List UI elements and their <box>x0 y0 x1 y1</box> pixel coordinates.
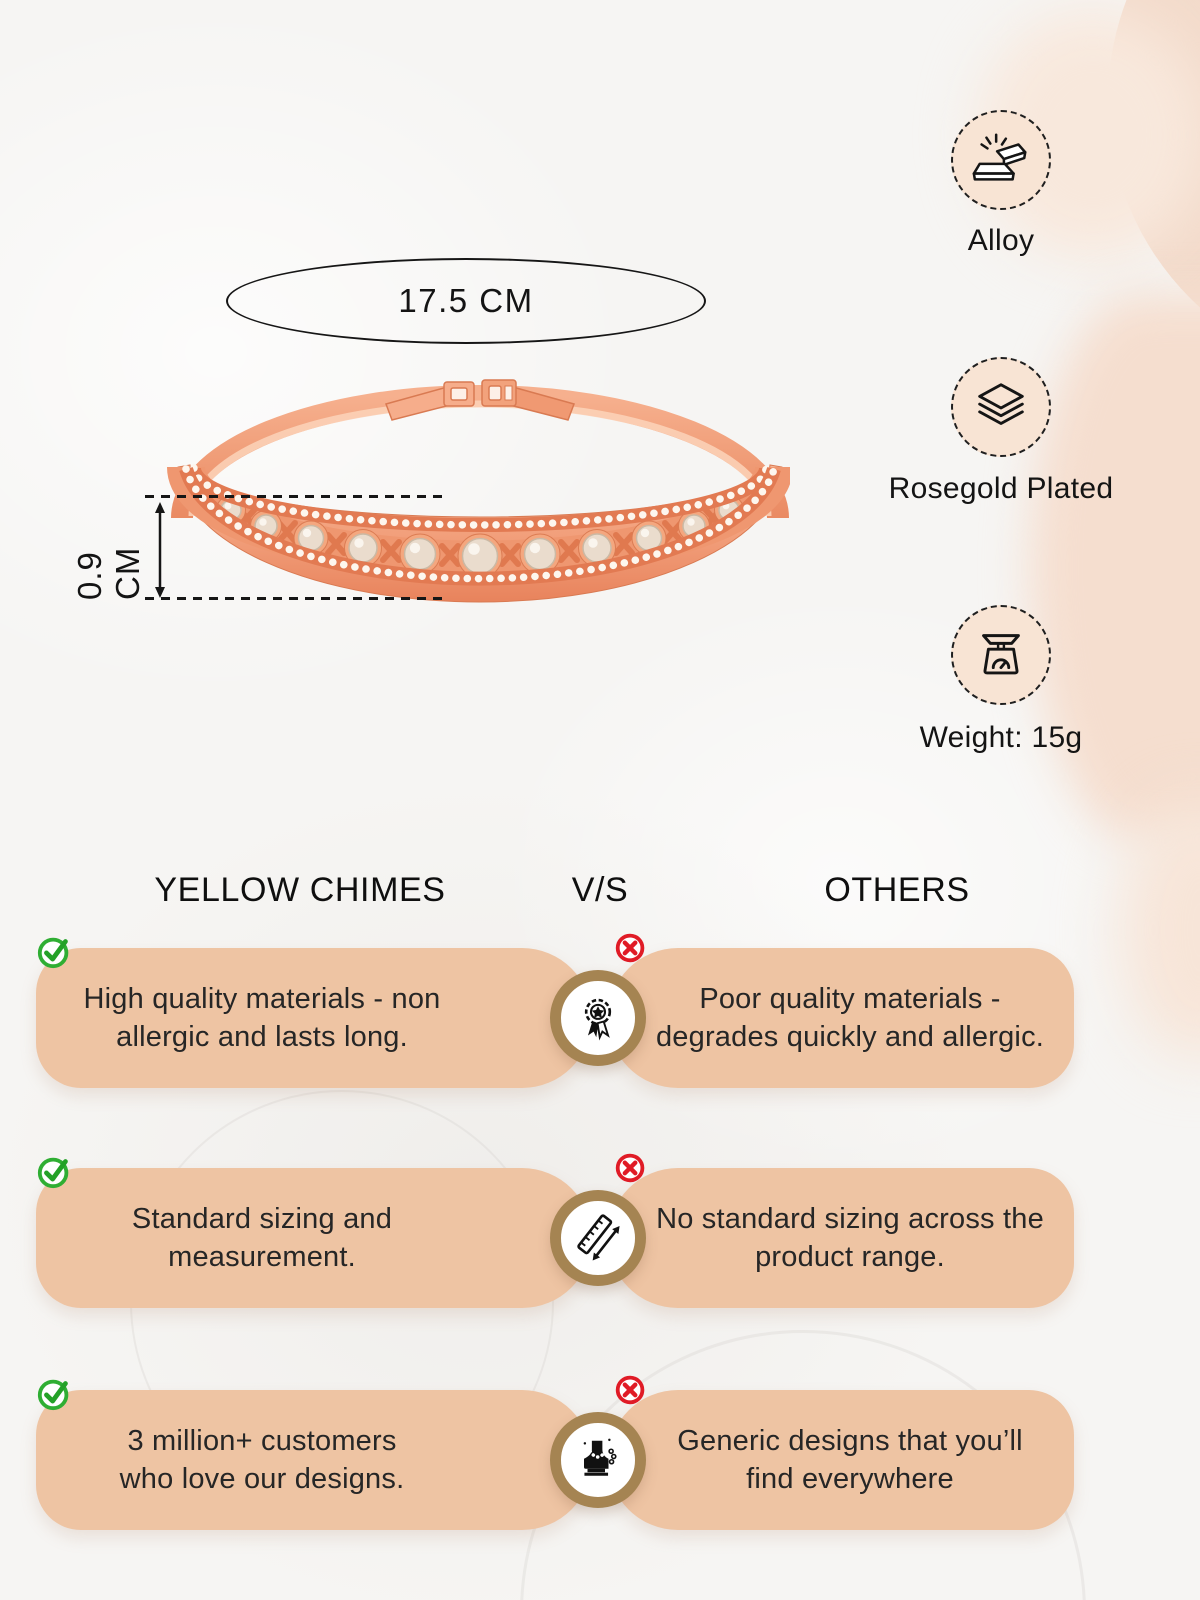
width-arrow <box>155 502 165 598</box>
brand-text: High quality materials - non allergic an… <box>83 982 441 1053</box>
others-bar: Poor quality materials - degrades quickl… <box>608 948 1074 1088</box>
others-bar: No standard sizing across the product ra… <box>608 1168 1074 1308</box>
width-dash-bottom <box>145 597 443 600</box>
cross-icon <box>615 1153 645 1183</box>
feature-label-alloy: Alloy <box>967 224 1035 257</box>
gold-bars-icon <box>972 133 1027 181</box>
comparison-row: High quality materials - non allergic an… <box>0 933 1200 1088</box>
feature-weight: Weight: 15g <box>851 605 1151 755</box>
vs-label: V/S <box>571 870 629 909</box>
feature-circle <box>951 110 1051 210</box>
brand-header: YELLOW CHIMES <box>154 870 446 909</box>
weighing-scale-icon <box>982 634 1020 675</box>
feature-label-plating: Rosegold Plated <box>888 472 1114 505</box>
center-badge <box>550 1412 646 1508</box>
others-text: Generic designs that you’ll find everywh… <box>677 1424 1023 1495</box>
bracelet-illustration <box>167 379 790 603</box>
comparison-row: 3 million+ customers who love our design… <box>0 1375 1200 1530</box>
center-badge <box>550 970 646 1066</box>
feature-circle <box>951 357 1051 457</box>
cross-icon <box>615 933 645 963</box>
brand-bar: High quality materials - non allergic an… <box>36 948 592 1088</box>
others-header: OTHERS <box>824 870 970 909</box>
others-bar: Generic designs that you’ll find everywh… <box>608 1390 1074 1530</box>
others-text: Poor quality materials - degrades quickl… <box>655 982 1045 1053</box>
brand-bar: 3 million+ customers who love our design… <box>36 1390 592 1530</box>
background-blob <box>1030 295 1200 840</box>
layers-icon <box>978 383 1024 425</box>
check-icon <box>37 1157 69 1189</box>
feature-plating: Rosegold Plated <box>851 357 1151 506</box>
check-icon <box>37 937 69 969</box>
feature-label-weight: Weight: 15g <box>919 721 1083 754</box>
brand-text: Standard sizing and measurement. <box>131 1202 393 1273</box>
award-medal-icon <box>584 998 612 1041</box>
measuring-ruler-icon <box>577 1214 620 1261</box>
center-badge <box>550 1190 646 1286</box>
width-label: 0.9 CM <box>71 546 146 600</box>
feature-circle <box>951 605 1051 705</box>
check-icon <box>37 1379 69 1411</box>
brand-bar: Standard sizing and measurement. <box>36 1168 592 1308</box>
brand-text: 3 million+ customers who love our design… <box>119 1424 405 1495</box>
others-text: No standard sizing across the product ra… <box>656 1202 1044 1273</box>
comparison-row: Standard sizing and measurement. No stan… <box>0 1153 1200 1308</box>
feature-alloy: Alloy <box>851 110 1151 258</box>
length-label: 17.5 CM <box>398 282 534 319</box>
jewelry-display-icon <box>583 1438 617 1476</box>
cross-icon <box>615 1375 645 1405</box>
width-dash-top <box>145 495 443 498</box>
length-measurement-ellipse: 17.5 CM <box>226 258 706 344</box>
